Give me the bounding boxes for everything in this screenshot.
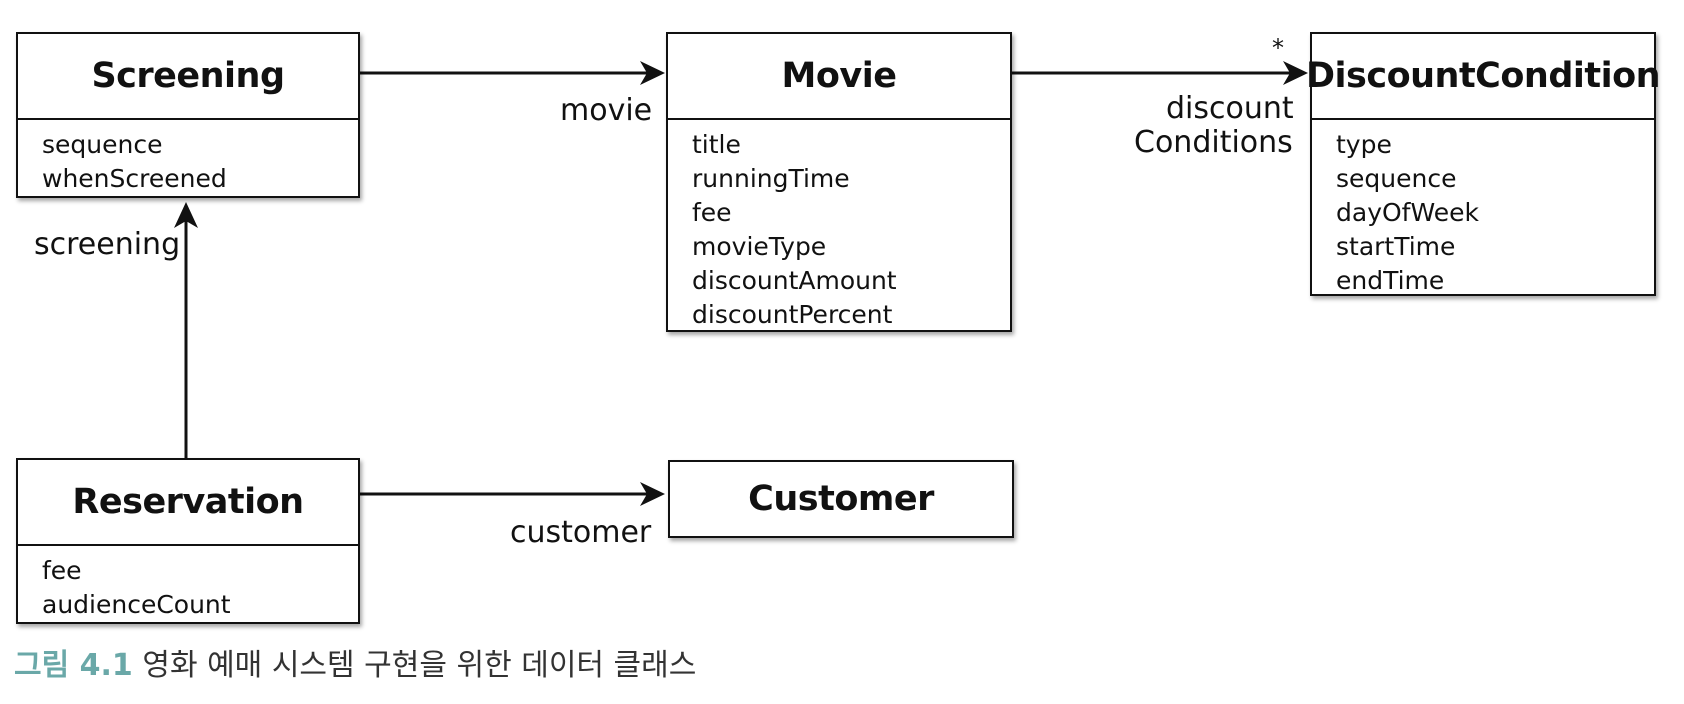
attribute: fee	[692, 198, 732, 227]
class-name: Reservation	[72, 482, 304, 522]
attribute: endTime	[1336, 266, 1445, 295]
arrowhead-screening-to-movie	[640, 61, 665, 85]
attribute: sequence	[1336, 164, 1457, 193]
attribute: startTime	[1336, 232, 1456, 261]
arrowhead-reservation-to-customer	[640, 482, 665, 506]
attribute: fee	[42, 556, 82, 585]
class-attributes: fee audienceCount	[18, 544, 358, 630]
role-label-discount-line2: Conditions	[1134, 125, 1293, 160]
class-name: Screening	[91, 56, 285, 96]
attribute: title	[692, 130, 741, 159]
class-discount-condition: DiscountCondition type sequence dayOfWee…	[1305, 32, 1661, 296]
arrowhead-reservation-to-screening	[174, 202, 198, 228]
role-label-movie: movie	[560, 93, 653, 128]
figure-number: 그림 4.1	[14, 648, 133, 683]
class-name: Customer	[748, 479, 934, 519]
attribute: whenScreened	[42, 164, 227, 193]
attribute: movieType	[692, 232, 827, 261]
figure-title: 영화 예매 시스템 구현을 위한 데이터 클래스	[142, 648, 697, 683]
attribute: audienceCount	[42, 590, 231, 619]
attribute: dayOfWeek	[1336, 198, 1479, 227]
class-attributes: type sequence dayOfWeek startTime endTim…	[1312, 118, 1654, 306]
arrowhead-movie-to-discount-condition	[1283, 61, 1308, 85]
attribute: sequence	[42, 130, 163, 159]
class-attributes: title runningTime fee movieType discount…	[668, 118, 1010, 340]
attribute: runningTime	[692, 164, 850, 193]
attribute: discountPercent	[692, 300, 893, 329]
figure-caption: 그림 4.1 영화 예매 시스템 구현을 위한 데이터 클래스	[14, 640, 696, 684]
role-label-discount-line1: discount	[1166, 91, 1294, 126]
class-reservation: Reservation fee audienceCount	[16, 458, 360, 624]
class-name: DiscountCondition	[1305, 56, 1661, 96]
attribute: discountAmount	[692, 266, 897, 295]
class-screening: Screening sequence whenScreened	[16, 32, 360, 198]
class-attributes: sequence whenScreened	[18, 118, 358, 204]
class-customer: Customer	[668, 460, 1014, 538]
class-movie: Movie title runningTime fee movieType di…	[666, 32, 1012, 332]
class-name: Movie	[781, 56, 897, 96]
role-label-screening: screening	[34, 227, 181, 262]
multiplicity-label: *	[1272, 34, 1284, 62]
attribute: type	[1336, 130, 1392, 159]
role-label-customer: customer	[510, 515, 652, 550]
